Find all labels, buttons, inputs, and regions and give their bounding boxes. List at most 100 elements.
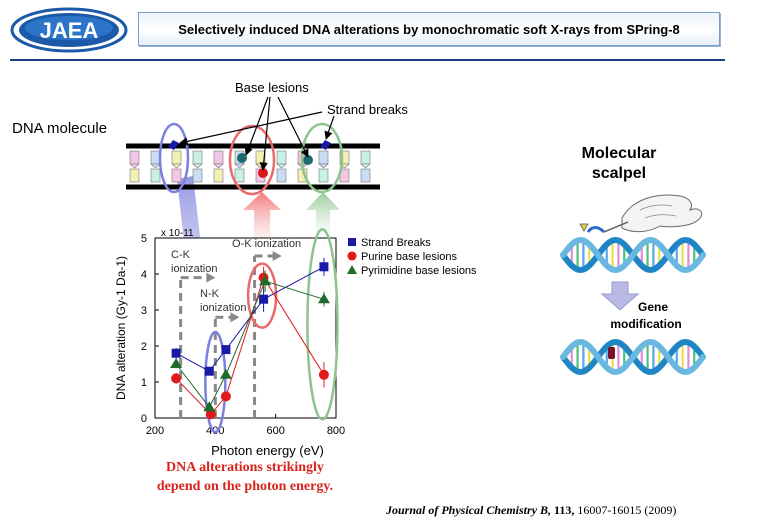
- data-point-square: [319, 262, 329, 272]
- logo-outer-ring: [10, 7, 128, 53]
- gene-modification-line1: Gene: [638, 300, 668, 314]
- legend-marker-circle: [347, 251, 357, 261]
- x-axis-label: Photon energy (eV): [211, 443, 324, 458]
- pointer-base-lesions-2: [259, 96, 271, 171]
- chart-oval-green: [306, 228, 339, 421]
- chart-caption: DNA alterations strikingly depend on the…: [110, 458, 380, 496]
- helix-backbone-b: [560, 237, 706, 273]
- modified-base-marker: [608, 347, 615, 359]
- ionization-edge-arrowhead: [272, 251, 282, 261]
- base-pair-bottom: [234, 168, 245, 183]
- ionization-edge-label: N-K: [200, 288, 220, 300]
- data-point-square: [221, 345, 231, 355]
- ionization-edge-arrowhead: [206, 272, 216, 283]
- scalpel-tip-icon: [579, 223, 589, 232]
- legend-label: Strand Breaks: [361, 237, 431, 249]
- base-pair-top-tip: [360, 163, 371, 169]
- hand-outline: [621, 194, 703, 233]
- citation-journal: Journal of Physical Chemistry B,: [386, 503, 552, 517]
- molecular-scalpel-line2: scalpel: [592, 165, 646, 182]
- lesion-marker-teal-1: [237, 153, 247, 163]
- x-tick-label: 600: [266, 425, 284, 437]
- ionization-edge-label: C-K: [171, 249, 191, 261]
- arrow-green-oxygen: [306, 192, 340, 238]
- base-pair-top: [276, 150, 287, 165]
- data-point-triangle: [170, 358, 183, 368]
- caption-line1: DNA alterations strikingly: [166, 460, 324, 475]
- dna-molecule-label: DNA molecule: [12, 120, 107, 137]
- base-pair-top-tip: [171, 163, 182, 169]
- citation-year: (2009): [641, 503, 677, 517]
- y-multiplier: x 10-11: [161, 228, 194, 239]
- pointer-strand-breaks-2: [324, 115, 335, 140]
- data-point-triangle: [259, 275, 272, 286]
- base-lesions-label: Base lesions: [235, 80, 309, 95]
- base-pair-top: [129, 150, 140, 165]
- base-pair-bottom: [192, 168, 203, 183]
- hand-finger-lines: [639, 204, 677, 219]
- jaea-logo: JAEA: [10, 7, 128, 53]
- base-pair-bottom: [129, 168, 140, 183]
- ionization-edge-arrowhead: [230, 312, 240, 323]
- oval-green-base: [300, 122, 344, 194]
- dna-helix-bottom: [560, 339, 706, 375]
- oval-blue-strand: [158, 122, 190, 194]
- data-point-triangle: [317, 293, 330, 304]
- ionization-edge-label: ionization: [171, 263, 217, 275]
- data-point-circle: [318, 369, 329, 380]
- y-axis-label: DNA alteration (Gy-1 Da-1): [114, 256, 128, 400]
- y-tick-label: 3: [141, 305, 147, 317]
- journal-citation: Journal of Physical Chemistry B, 113, 16…: [386, 503, 676, 518]
- legend-marker-square: [348, 238, 356, 246]
- chart-oval-blue: [204, 330, 227, 434]
- dna-base-pairs: [129, 150, 371, 183]
- base-pair-top: [318, 150, 329, 165]
- x-tick-label: 200: [146, 425, 164, 437]
- base-pair-top: [192, 150, 203, 165]
- caption-line2: depend on the photon energy.: [156, 479, 334, 494]
- base-pair-bottom: [150, 168, 161, 183]
- oval-red-base: [228, 124, 276, 196]
- ionization-edge-label: O-K ionization: [232, 238, 301, 250]
- base-pair-top: [171, 150, 182, 165]
- base-pair-top-tip: [192, 163, 203, 169]
- pointer-strand-breaks-1: [179, 111, 323, 146]
- molecular-scalpel-line1: Molecular: [582, 145, 657, 162]
- helix-backbone-b: [560, 339, 706, 375]
- citation-pages: 16007-16015: [574, 503, 642, 517]
- y-tick-label: 4: [141, 269, 147, 281]
- data-point-circle: [205, 409, 216, 420]
- dna-helix-top: [560, 237, 706, 273]
- down-arrow-icon: [600, 281, 640, 311]
- ionization-edge-label: ionization: [200, 302, 246, 314]
- gene-modification-line2: modification: [610, 317, 681, 331]
- pointer-base-lesions-3: [277, 96, 309, 158]
- y-tick-label: 5: [141, 233, 147, 245]
- header-divider: [10, 59, 725, 61]
- base-pair-top-tip: [318, 163, 329, 169]
- y-tick-label: 0: [141, 413, 147, 425]
- chart-oval-red: [246, 262, 278, 329]
- arrow-pink-oxygen: [243, 192, 281, 246]
- base-pair-top-tip: [129, 163, 140, 169]
- base-pair-top: [360, 150, 371, 165]
- citation-volume: 113,: [551, 503, 575, 517]
- base-pair-bottom: [171, 168, 182, 183]
- logo-highlight: [25, 16, 113, 40]
- data-point-square: [204, 366, 214, 376]
- data-point-triangle: [203, 401, 216, 412]
- strand-break-marker-2: [320, 140, 331, 150]
- base-pair-bottom: [276, 168, 287, 183]
- base-pair-top-tip: [150, 163, 161, 169]
- base-pair-bottom: [360, 168, 371, 183]
- base-pair-top-tip: [234, 163, 245, 169]
- base-pair-top-tip: [276, 163, 287, 169]
- scalpel-hand-illustration: [579, 194, 703, 234]
- x-tick-label: 800: [327, 425, 345, 437]
- data-point-square: [259, 294, 269, 304]
- strand-break-marker-1: [168, 140, 179, 150]
- data-point-square: [171, 348, 181, 358]
- legend-marker-triangle: [347, 265, 357, 274]
